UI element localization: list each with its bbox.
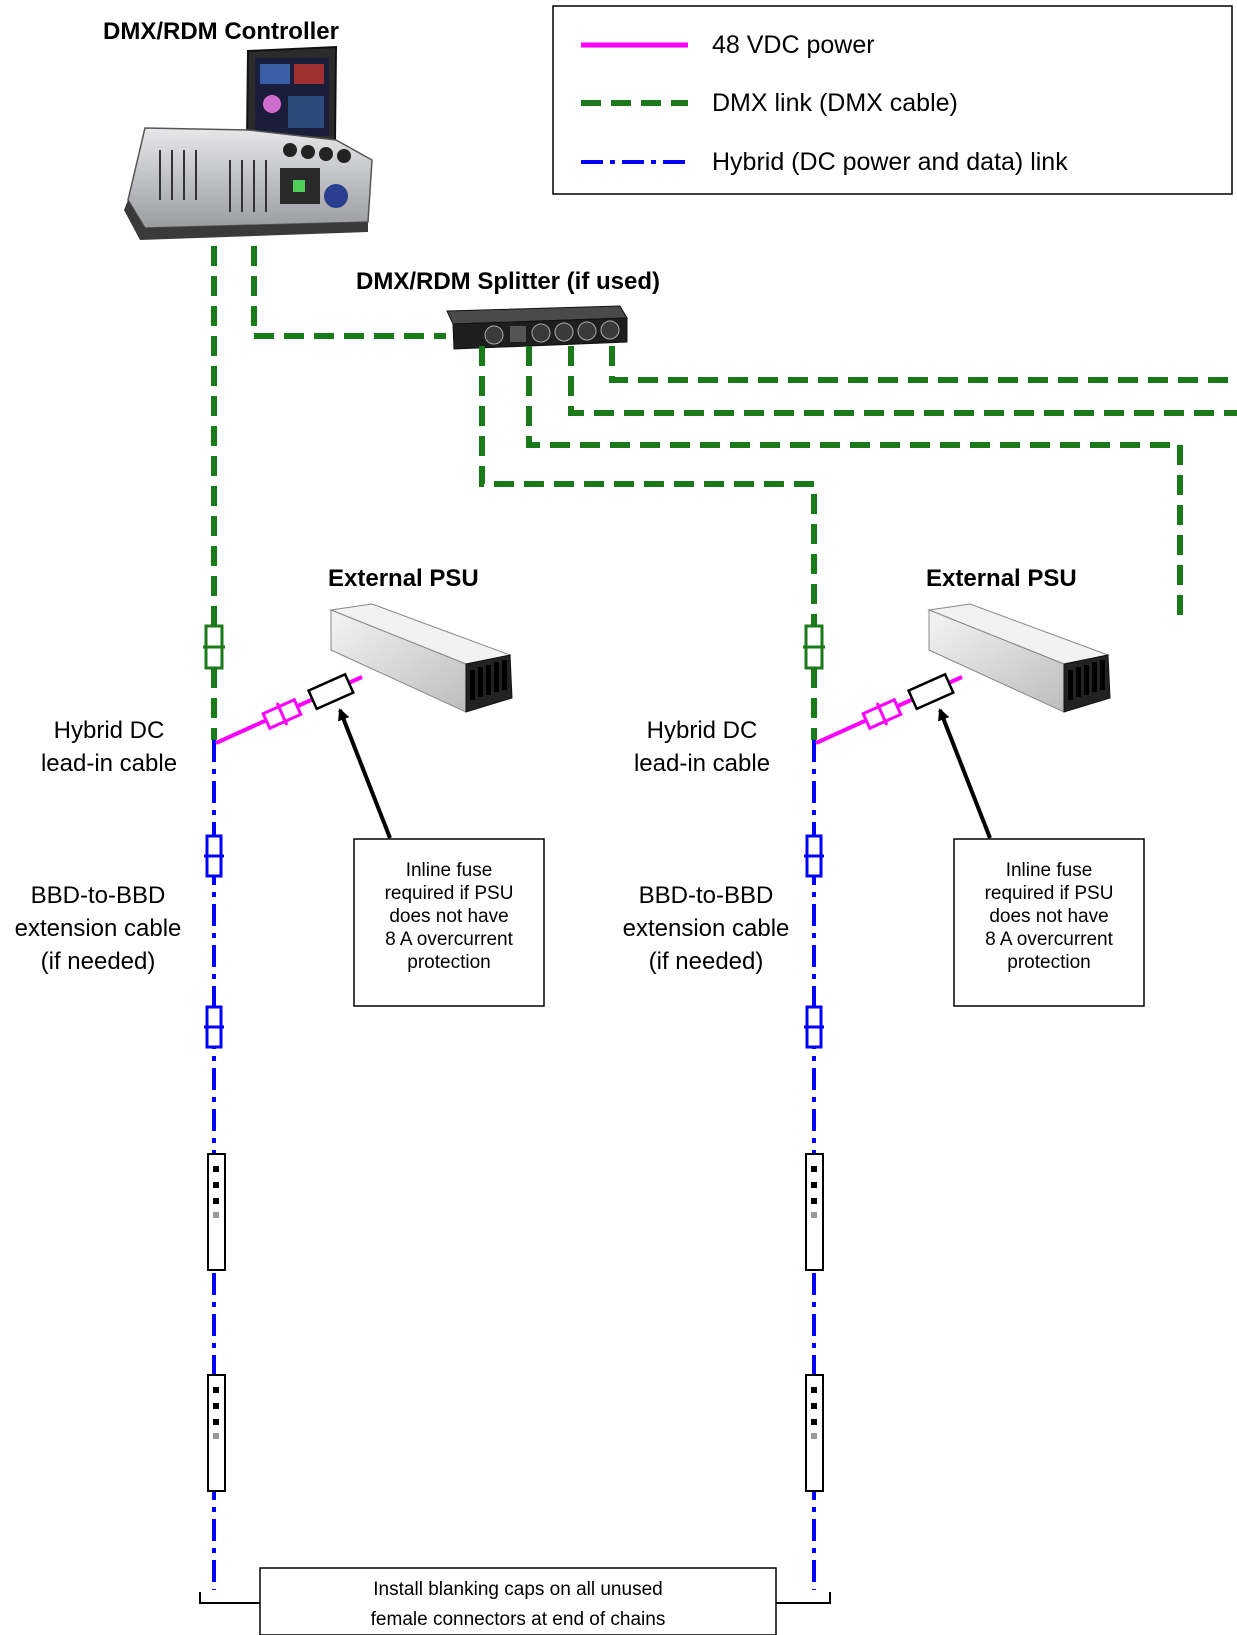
- ext-label-line1: BBD-to-BBD: [31, 882, 166, 909]
- fuse-note-line: protection: [407, 952, 490, 973]
- external-psu: [329, 603, 513, 713]
- leadin-label-line1: Hybrid DC: [54, 717, 165, 744]
- dmx-cable-splitter-out5: [609, 346, 1237, 383]
- splitter-title: DMX/RDM Splitter (if used): [356, 268, 660, 295]
- controller-title: DMX/RDM Controller: [103, 18, 339, 45]
- chain-2: External PSU Hybrid DC lead-in cable BBD…: [623, 565, 1145, 1590]
- legend: 48 VDC power DMX link (DMX cable) Hybrid…: [552, 5, 1233, 195]
- ext-label-line3: (if needed): [41, 948, 156, 975]
- blanking-cap-note: Install blanking caps on all unused fema…: [199, 1567, 831, 1635]
- dmx-controller-console: [124, 45, 373, 240]
- fixture: [805, 1374, 824, 1492]
- fuse-note-box: [953, 838, 1145, 1007]
- chain-1: External PSU Hybrid DC lead-in cable BBD…: [15, 565, 545, 1590]
- psu-title: External PSU: [926, 565, 1077, 592]
- legend-label-hybrid: Hybrid (DC power and data) link: [712, 148, 1068, 176]
- power-connector: [261, 697, 303, 731]
- fuse-note-box: [353, 838, 545, 1007]
- footer-note-box: [259, 1567, 777, 1635]
- dmx-rdm-splitter: [446, 305, 628, 350]
- fuse-arrow: [938, 708, 992, 839]
- ext-label-line3: (if needed): [649, 948, 764, 975]
- leadin-label-line1: Hybrid DC: [647, 717, 758, 744]
- dmx-cable-splitter-out3: [526, 346, 1183, 622]
- inline-fuse: [906, 672, 955, 711]
- fuse-note-line: 8 A overcurrent: [385, 929, 514, 950]
- inline-fuse: [306, 672, 355, 711]
- fuse-arrow: [338, 708, 392, 839]
- ext-label-line2: extension cable: [623, 915, 790, 942]
- ext-label-line1: BBD-to-BBD: [639, 882, 774, 909]
- fixture: [805, 1153, 824, 1271]
- fuse-note-line: Inline fuse: [1006, 860, 1093, 881]
- fixture: [207, 1153, 226, 1271]
- legend-label-power: 48 VDC power: [712, 31, 875, 59]
- fuse-note-line: does not have: [389, 906, 508, 927]
- power-connector: [861, 697, 903, 731]
- fuse-note-line: protection: [1007, 952, 1090, 973]
- dmx-cable-controller-splitter: [251, 246, 446, 339]
- fuse-note-line: required if PSU: [385, 883, 514, 904]
- ext-label-line2: extension cable: [15, 915, 182, 942]
- fuse-note-line: Inline fuse: [406, 860, 493, 881]
- fuse-note-line: 8 A overcurrent: [985, 929, 1114, 950]
- psu-title: External PSU: [328, 565, 479, 592]
- dmx-cable-splitter-chain2: [479, 346, 817, 630]
- legend-label-dmx: DMX link (DMX cable): [712, 89, 958, 117]
- leadin-label-line2: lead-in cable: [41, 750, 177, 777]
- leadin-label-line2: lead-in cable: [634, 750, 770, 777]
- fuse-note-line: required if PSU: [985, 883, 1114, 904]
- fixture: [207, 1374, 226, 1492]
- fuse-note-line: does not have: [989, 906, 1108, 927]
- dmx-cable-splitter-out4: [568, 346, 1237, 416]
- dmx-cables: [211, 246, 1237, 630]
- footer-note-line: female connectors at end of chains: [371, 1609, 666, 1630]
- footer-note-line: Install blanking caps on all unused: [373, 1579, 662, 1600]
- external-psu: [927, 603, 1111, 713]
